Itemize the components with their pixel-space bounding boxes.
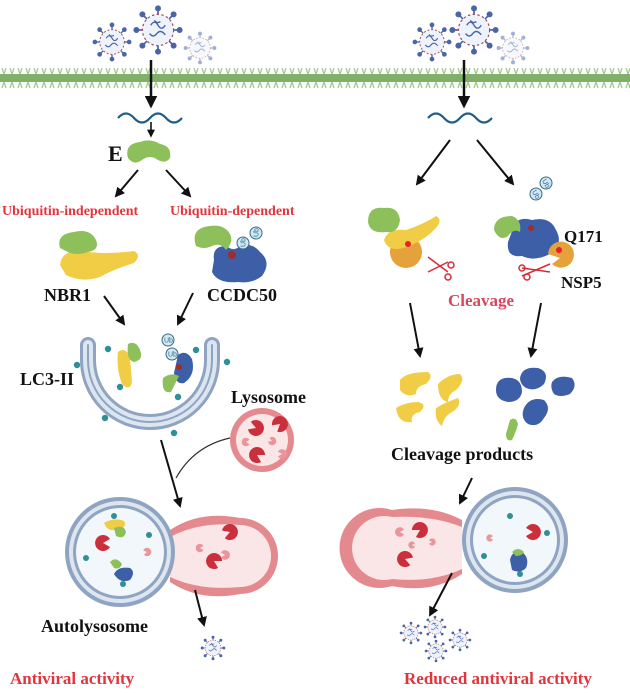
lysosome-label: Lysosome <box>231 387 307 407</box>
fusion-arrow <box>160 439 183 508</box>
ccdc50-nsp5-complex-icon: Ub Ub <box>494 176 574 268</box>
e-protein-icon <box>127 140 171 163</box>
release-arrow <box>429 572 453 617</box>
virus-icon <box>496 31 530 65</box>
fusion-arrow <box>458 477 473 505</box>
nbr1-nsp5-complex-icon <box>368 207 440 268</box>
virus-icon <box>448 628 472 652</box>
virus-icon <box>399 621 423 645</box>
branch-arrow <box>114 169 139 198</box>
svg-text:Ub: Ub <box>241 238 248 247</box>
cleavage-label: Cleavage <box>448 291 515 310</box>
svg-text:Ub: Ub <box>164 338 173 345</box>
virus-icon <box>424 639 448 663</box>
nsp5-label: NSP5 <box>561 273 602 292</box>
branch-arrow <box>476 139 515 186</box>
virus-icon <box>92 22 132 62</box>
e-protein-label: E <box>108 141 123 166</box>
svg-text:Ub: Ub <box>254 228 261 237</box>
virus-icon <box>183 31 217 65</box>
viral-rna-icon <box>117 112 183 124</box>
autolysosome-label: Autolysosome <box>41 616 148 636</box>
autolysosome-icon <box>339 487 568 593</box>
ccdc50-label: CCDC50 <box>207 285 277 305</box>
svg-text:Ub: Ub <box>530 189 541 200</box>
q171-label: Q171 <box>564 227 603 246</box>
cell-membrane <box>0 68 630 94</box>
phagophore-icon: Ub Ub <box>73 333 231 437</box>
reduced-antiviral-activity-label: Reduced antiviral activity <box>404 669 592 688</box>
ccdc50-complex-icon: Ub Ub <box>194 225 267 283</box>
release-arrow <box>194 589 207 627</box>
branch-arrow <box>165 169 192 198</box>
virus-icon <box>133 5 183 55</box>
antiviral-activity-label: Antiviral activity <box>10 669 135 688</box>
autolysosome-icon <box>65 497 278 607</box>
svg-text:Ub: Ub <box>168 352 177 359</box>
scissors-icon <box>427 256 455 281</box>
virus-icon <box>423 615 447 639</box>
ubiquitin-independent-label: Ubiquitin-independent <box>2 204 139 219</box>
blue-fragments-icon <box>496 367 575 426</box>
nbr1-arrow <box>103 295 126 326</box>
cleavage-arrow <box>409 302 424 358</box>
branch-arrow <box>415 139 451 186</box>
lysosome-icon <box>230 408 294 472</box>
scissors-icon <box>518 263 551 281</box>
ccdc50-arrow <box>176 292 194 326</box>
yellow-fragments-icon <box>396 372 463 426</box>
viral-rna-icon <box>427 112 493 124</box>
cleavage-products-label: Cleavage products <box>391 444 534 464</box>
ubiquitin-dependent-label: Ubiquitin-dependent <box>170 204 295 219</box>
nbr1-complex-icon <box>59 231 138 280</box>
fusion-line <box>175 437 231 479</box>
nbr1-label: NBR1 <box>44 285 92 305</box>
virus-icon <box>200 635 226 661</box>
svg-text:Ub: Ub <box>540 178 551 189</box>
lc3-ii-label: LC3-II <box>20 369 75 389</box>
virus-icon <box>412 22 452 62</box>
virus-icon <box>449 5 499 55</box>
cleavage-arrow <box>527 302 542 358</box>
e-protein-fragment-icon <box>506 418 518 441</box>
